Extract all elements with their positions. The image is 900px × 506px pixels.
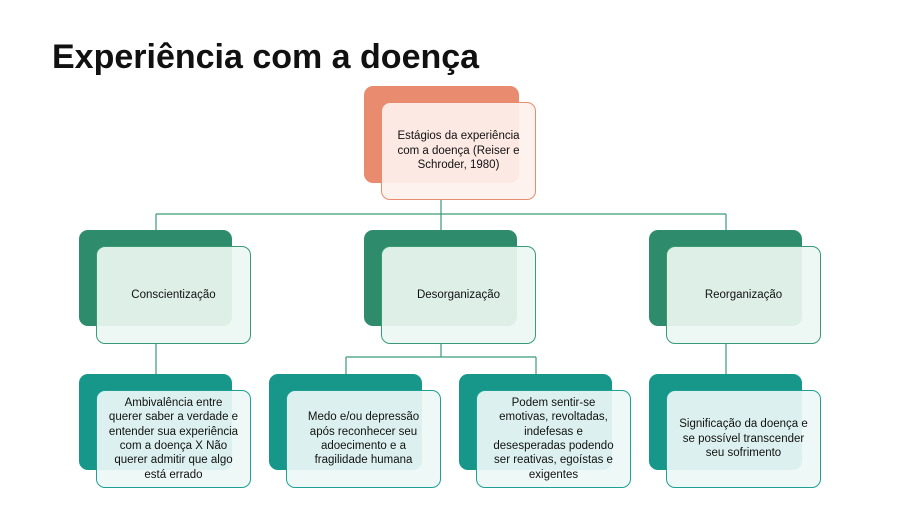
detail-node-significacao: Significação da doença e se possível tra… xyxy=(666,390,821,488)
detail-node-emotivas: Podem sentir-se emotivas, revoltadas, in… xyxy=(476,390,631,488)
detail-node-ambivalencia: Ambivalência entre querer saber a verdad… xyxy=(96,390,251,488)
detail-node-medo: Medo e/ou depressão após reconhecer seu … xyxy=(286,390,441,488)
root-node: Estágios da experiência com a doença (Re… xyxy=(381,102,536,200)
stage-node-desorganizacao: Desorganização xyxy=(381,246,536,344)
page-title: Experiência com a doença xyxy=(52,38,480,76)
stage-node-reorganizacao: Reorganização xyxy=(666,246,821,344)
stage-node-conscientizacao: Conscientização xyxy=(96,246,251,344)
